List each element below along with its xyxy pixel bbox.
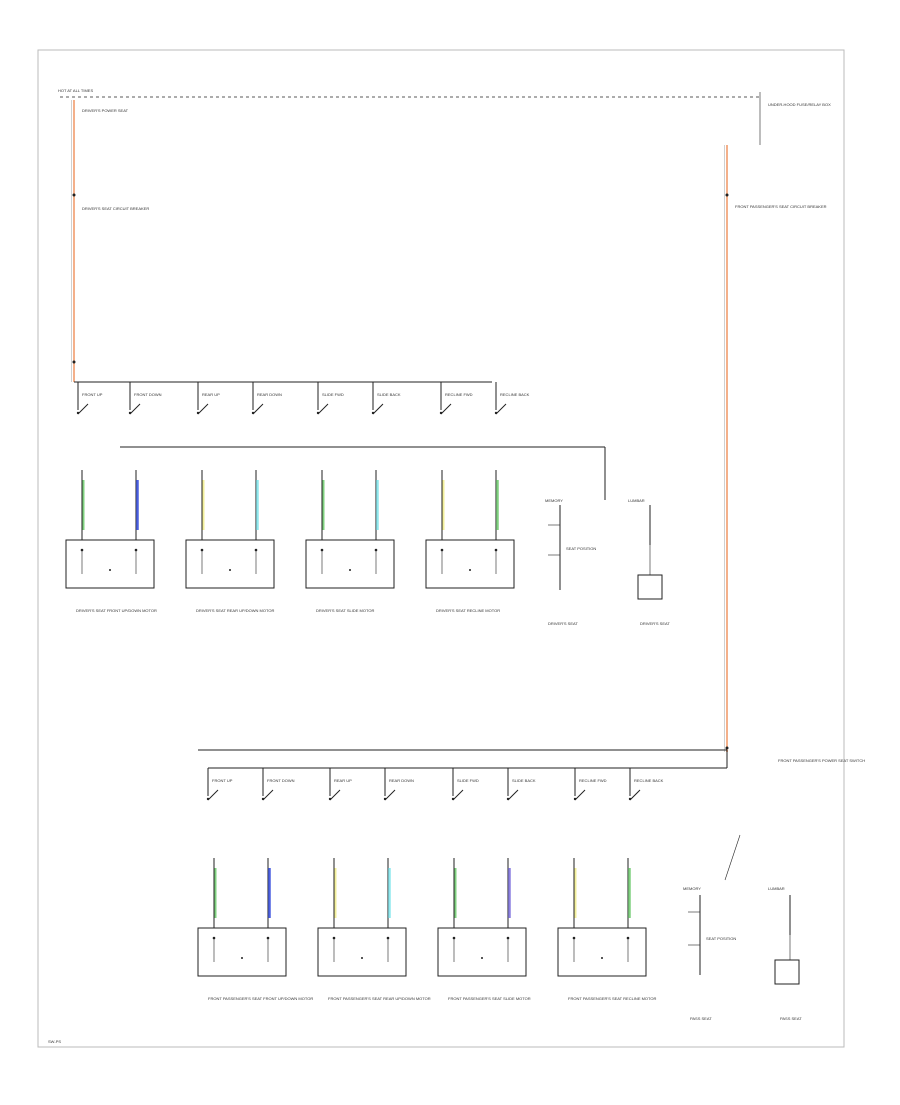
passenger-seat-switch-label: REAR UP	[334, 778, 352, 783]
svg-text:LUMBAR: LUMBAR	[768, 886, 785, 891]
connector-dot	[725, 746, 729, 750]
svg-text:PASS SEAT: PASS SEAT	[780, 1016, 802, 1021]
driver-seat-motor-label: DRIVER'S SEAT SLIDE MOTOR	[316, 608, 374, 613]
driver-seat-switch: FRONT DOWN	[128, 382, 162, 415]
svg-text:DRIVER'S SEAT: DRIVER'S SEAT	[548, 621, 578, 626]
connector-dot	[725, 193, 729, 197]
footer-code: SW-PS	[48, 1039, 61, 1044]
connector-dot	[72, 360, 76, 364]
driver-seat-motor: DRIVER'S SEAT RECLINE MOTOR	[425, 470, 515, 613]
passenger-memory-module: MEMORY SEAT POSITION PASS SEAT	[683, 834, 741, 1021]
svg-text:MEMORY: MEMORY	[683, 886, 701, 891]
passenger-seat-motor: FRONT PASSENGER'S SEAT REAR UP/DOWN MOTO…	[317, 858, 431, 1001]
passenger-circuit-breaker-label: FRONT PASSENGER'S SEAT CIRCUIT BREAKER	[735, 204, 827, 209]
svg-text:PASS SEAT: PASS SEAT	[690, 1016, 712, 1021]
driver-memory-module: MEMORY SEAT POSITION DRIVER'S SEAT	[545, 498, 596, 626]
passenger-power-seat-label: FRONT PASSENGER'S POWER SEAT SWITCH	[778, 758, 865, 763]
passenger-seat-motor-label: FRONT PASSENGER'S SEAT SLIDE MOTOR	[448, 996, 531, 1001]
driver-seat-switch: FRONT UP	[76, 382, 103, 415]
driver-seat-motor: DRIVER'S SEAT REAR UP/DOWN MOTOR	[185, 470, 275, 613]
driver-seat-switch: RECLINE FWD	[439, 382, 473, 415]
svg-text:SEAT POSITION: SEAT POSITION	[566, 546, 596, 551]
connector-dot	[72, 193, 76, 197]
passenger-seat-switch-label: RECLINE FWD	[579, 778, 607, 783]
driver-power-seat-label: DRIVER'S POWER SEAT	[82, 108, 129, 113]
svg-text:MEMORY: MEMORY	[545, 498, 563, 503]
passenger-motor-group: FRONT PASSENGER'S SEAT FRONT UP/DOWN MOT…	[197, 858, 657, 1001]
svg-text:LUMBAR: LUMBAR	[628, 498, 645, 503]
passenger-seat-switch: RECLINE BACK	[628, 768, 664, 801]
passenger-seat-switch-label: FRONT UP	[212, 778, 233, 783]
driver-seat-switch-label: SLIDE BACK	[377, 392, 401, 397]
driver-seat-motor-label: DRIVER'S SEAT FRONT UP/DOWN MOTOR	[76, 608, 157, 613]
passenger-seat-switch: SLIDE BACK	[506, 768, 536, 801]
driver-seat-switch: REAR DOWN	[251, 382, 282, 415]
driver-seat-switch-label: FRONT UP	[82, 392, 103, 397]
passenger-seat-switch-label: FRONT DOWN	[267, 778, 295, 783]
driver-seat-switch-label: RECLINE BACK	[500, 392, 530, 397]
passenger-seat-motor-label: FRONT PASSENGER'S SEAT RECLINE MOTOR	[568, 996, 657, 1001]
passenger-seat-motor-label: FRONT PASSENGER'S SEAT REAR UP/DOWN MOTO…	[328, 996, 431, 1001]
passenger-seat-switch-label: SLIDE FWD	[457, 778, 479, 783]
driver-seat-switch: SLIDE FWD	[316, 382, 344, 415]
driver-seat-motor: DRIVER'S SEAT SLIDE MOTOR	[305, 470, 395, 613]
driver-seat-switch-label: SLIDE FWD	[322, 392, 344, 397]
svg-text:DRIVER'S SEAT: DRIVER'S SEAT	[640, 621, 670, 626]
hot-at-all-times-label: HOT AT ALL TIMES	[58, 88, 93, 93]
passenger-seat-motor: FRONT PASSENGER'S SEAT FRONT UP/DOWN MOT…	[197, 858, 313, 1001]
passenger-seat-switch: FRONT UP	[206, 768, 233, 801]
passenger-seat-switch: SLIDE FWD	[451, 768, 479, 801]
passenger-seat-switch-label: RECLINE BACK	[634, 778, 664, 783]
driver-seat-switch: SLIDE BACK	[371, 382, 401, 415]
passenger-seat-switch-label: SLIDE BACK	[512, 778, 536, 783]
driver-seat-motor-label: DRIVER'S SEAT RECLINE MOTOR	[436, 608, 500, 613]
passenger-lumbar-module: LUMBAR PASS SEAT	[768, 886, 802, 1021]
driver-seat-switch-label: REAR UP	[202, 392, 220, 397]
diagram-frame	[37, 49, 845, 1048]
passenger-seat-switch: FRONT DOWN	[261, 768, 295, 801]
driver-seat-switch: REAR UP	[196, 382, 220, 415]
passenger-switch-group: FRONT UP FRONT DOWN REAR UP REAR DOWN SLIDE …	[206, 768, 664, 801]
passenger-seat-switch: RECLINE FWD	[573, 768, 607, 801]
passenger-seat-switch: REAR DOWN	[383, 768, 414, 801]
svg-text:SEAT POSITION: SEAT POSITION	[706, 936, 736, 941]
driver-switch-group: FRONT UP FRONT DOWN REAR UP REAR DOWN SLIDE …	[76, 382, 530, 415]
driver-seat-switch-label: FRONT DOWN	[134, 392, 162, 397]
driver-seat-motor: DRIVER'S SEAT FRONT UP/DOWN MOTOR	[65, 470, 157, 613]
driver-seat-switch-label: RECLINE FWD	[445, 392, 473, 397]
driver-circuit-breaker-label: DRIVER'S SEAT CIRCUIT BREAKER	[82, 206, 149, 211]
driver-seat-motor-label: DRIVER'S SEAT REAR UP/DOWN MOTOR	[196, 608, 274, 613]
driver-seat-switch: RECLINE BACK	[494, 382, 530, 415]
driver-motor-group: DRIVER'S SEAT FRONT UP/DOWN MOTOR DRIVER'…	[65, 470, 515, 613]
driver-lumbar-module: LUMBAR DRIVER'S SEAT	[628, 498, 670, 626]
underhood-fuse-label: UNDER-HOOD FUSE/RELAY BOX	[768, 102, 831, 107]
passenger-seat-switch-label: REAR DOWN	[389, 778, 414, 783]
passenger-seat-switch: REAR UP	[328, 768, 352, 801]
passenger-seat-motor: FRONT PASSENGER'S SEAT RECLINE MOTOR	[557, 858, 657, 1001]
passenger-seat-motor: FRONT PASSENGER'S SEAT SLIDE MOTOR	[437, 858, 531, 1001]
passenger-seat-motor-label: FRONT PASSENGER'S SEAT FRONT UP/DOWN MOT…	[208, 996, 313, 1001]
driver-seat-switch-label: REAR DOWN	[257, 392, 282, 397]
